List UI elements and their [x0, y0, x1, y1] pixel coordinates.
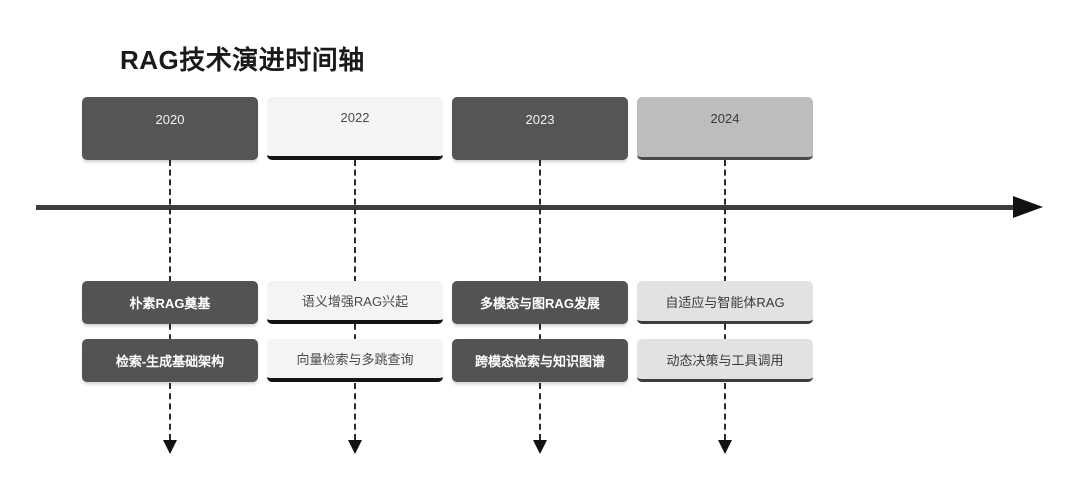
- headline-box-2024[interactable]: 自适应与智能体RAG: [637, 281, 813, 324]
- connector-dash-to-label: [539, 282, 541, 382]
- year-label: 2023: [525, 112, 555, 127]
- connector-dash-to-label: [724, 282, 726, 382]
- connector-dash-upper: [169, 160, 171, 282]
- connector-dash-to-label: [169, 282, 171, 382]
- milestone-column-2020: 2020 朴素RAG奠基 检索-生成基础架构: [82, 97, 258, 457]
- connector-arrow-down-icon: [163, 440, 177, 454]
- connector-dash-to-label: [354, 282, 356, 382]
- connector-dash-upper: [539, 160, 541, 282]
- detail-label: 跨模态检索与知识图谱: [474, 354, 605, 369]
- page-title: RAG技术演进时间轴: [120, 45, 365, 75]
- headline-label: 语义增强RAG兴起: [301, 294, 409, 309]
- headline-box-2020[interactable]: 朴素RAG奠基: [82, 281, 258, 324]
- headline-label: 多模态与图RAG发展: [480, 296, 600, 311]
- detail-box-2022[interactable]: 向量检索与多跳查询: [267, 339, 443, 382]
- detail-label: 向量检索与多跳查询: [296, 352, 414, 367]
- headline-label: 自适应与智能体RAG: [665, 294, 785, 310]
- milestone-column-2024: 2024 自适应与智能体RAG 动态决策与工具调用: [637, 97, 813, 457]
- year-label: 2022: [340, 110, 370, 125]
- headline-box-2022[interactable]: 语义增强RAG兴起: [267, 281, 443, 324]
- detail-label: 动态决策与工具调用: [666, 352, 784, 368]
- year-box-2020[interactable]: 2020: [82, 97, 258, 160]
- connector-dash-upper: [724, 160, 726, 282]
- detail-box-2020[interactable]: 检索-生成基础架构: [82, 339, 258, 382]
- year-label: 2024: [710, 110, 740, 126]
- headline-label: 朴素RAG奠基: [129, 296, 211, 311]
- year-box-2023[interactable]: 2023: [452, 97, 628, 160]
- connector-arrow-down-icon: [348, 440, 362, 454]
- milestone-column-2023: 2023 多模态与图RAG发展 跨模态检索与知识图谱: [452, 97, 628, 457]
- milestone-column-2022: 2022 语义增强RAG兴起 向量检索与多跳查询: [267, 97, 443, 457]
- connector-dash-lower: [724, 383, 726, 440]
- connector-arrow-down-icon: [533, 440, 547, 454]
- headline-box-2023[interactable]: 多模态与图RAG发展: [452, 281, 628, 324]
- detail-box-2023[interactable]: 跨模态检索与知识图谱: [452, 339, 628, 382]
- year-box-2024[interactable]: 2024: [637, 97, 813, 160]
- year-box-2022[interactable]: 2022: [267, 97, 443, 160]
- detail-box-2024[interactable]: 动态决策与工具调用: [637, 339, 813, 382]
- timeline-axis-line: [36, 205, 1021, 210]
- connector-dash-upper: [354, 160, 356, 282]
- year-label: 2020: [155, 112, 185, 127]
- connector-arrow-down-icon: [718, 440, 732, 454]
- detail-label: 检索-生成基础架构: [115, 354, 225, 369]
- connector-dash-lower: [169, 383, 171, 440]
- connector-dash-lower: [539, 383, 541, 440]
- connector-dash-lower: [354, 383, 356, 440]
- timeline-arrow-right-icon: [1013, 196, 1043, 218]
